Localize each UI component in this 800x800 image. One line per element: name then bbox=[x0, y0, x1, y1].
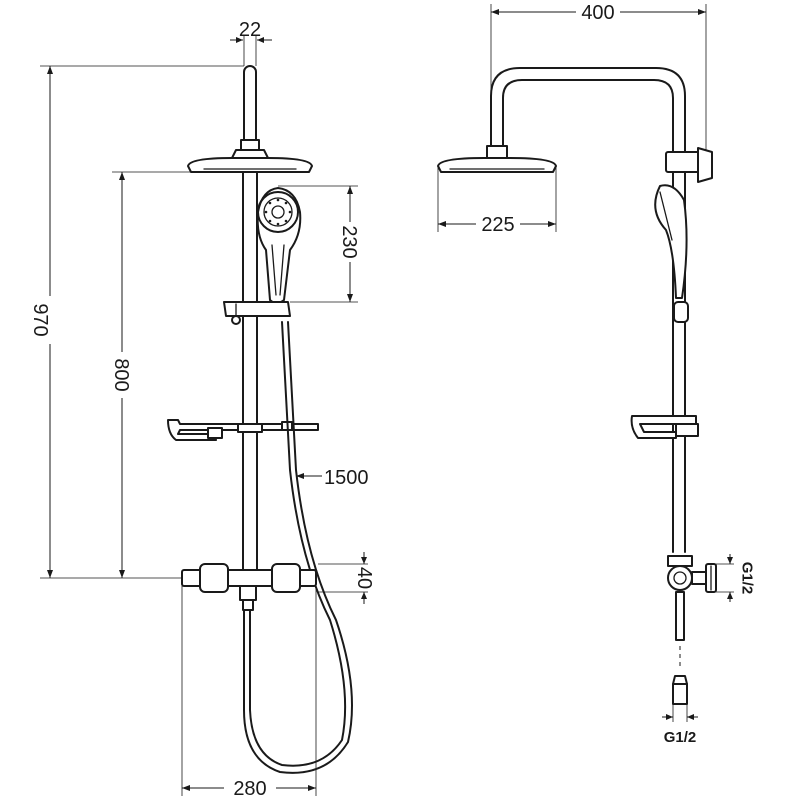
dim-total-height: 970 bbox=[29, 65, 244, 579]
dim-inlet-thread: G1/2 bbox=[716, 554, 756, 602]
front-rail bbox=[240, 65, 260, 573]
side-shower-arm bbox=[490, 67, 686, 553]
front-hand-shower bbox=[256, 187, 302, 304]
dim-arm-reach: 400 bbox=[490, 2, 707, 150]
front-slider bbox=[223, 301, 291, 325]
dim-text-800: 800 bbox=[110, 358, 132, 391]
dim-text-230: 230 bbox=[338, 225, 360, 258]
dim-text-225: 225 bbox=[481, 214, 514, 236]
side-wall-bracket bbox=[665, 147, 713, 183]
front-shower-head bbox=[187, 149, 313, 173]
side-view: 400 225 G1/2 bbox=[437, 2, 756, 746]
front-hose bbox=[243, 321, 353, 774]
dim-head-diameter: 225 bbox=[437, 166, 557, 236]
dim-rail-diameter: 22 bbox=[230, 19, 272, 66]
dim-text-1500: 1500 bbox=[324, 467, 369, 489]
dim-handshower-length: 230 bbox=[278, 185, 360, 303]
side-mixer bbox=[667, 555, 717, 705]
dim-text-970: 970 bbox=[29, 303, 51, 336]
dim-thermostat-width: 280 bbox=[181, 586, 317, 800]
front-thermostat bbox=[181, 563, 317, 611]
dim-text-bottom-g12: G1/2 bbox=[664, 729, 697, 746]
dim-hose-length: 1500 bbox=[296, 467, 369, 489]
dim-text-280: 280 bbox=[233, 778, 266, 800]
dim-rail-height: 800 bbox=[110, 171, 243, 578]
side-shelf bbox=[630, 415, 699, 439]
dim-text-inlet-g12: G1/2 bbox=[739, 562, 756, 595]
dim-text-22: 22 bbox=[239, 19, 261, 41]
side-shower-head bbox=[437, 145, 557, 173]
front-view: 22 970 800 230 bbox=[29, 19, 375, 800]
dim-bottom-thread: G1/2 bbox=[662, 704, 698, 746]
dim-thermostat-height: 40 bbox=[318, 552, 375, 604]
dim-text-40: 40 bbox=[353, 567, 375, 589]
dim-text-400: 400 bbox=[581, 2, 614, 24]
side-hand-shower bbox=[654, 184, 689, 323]
